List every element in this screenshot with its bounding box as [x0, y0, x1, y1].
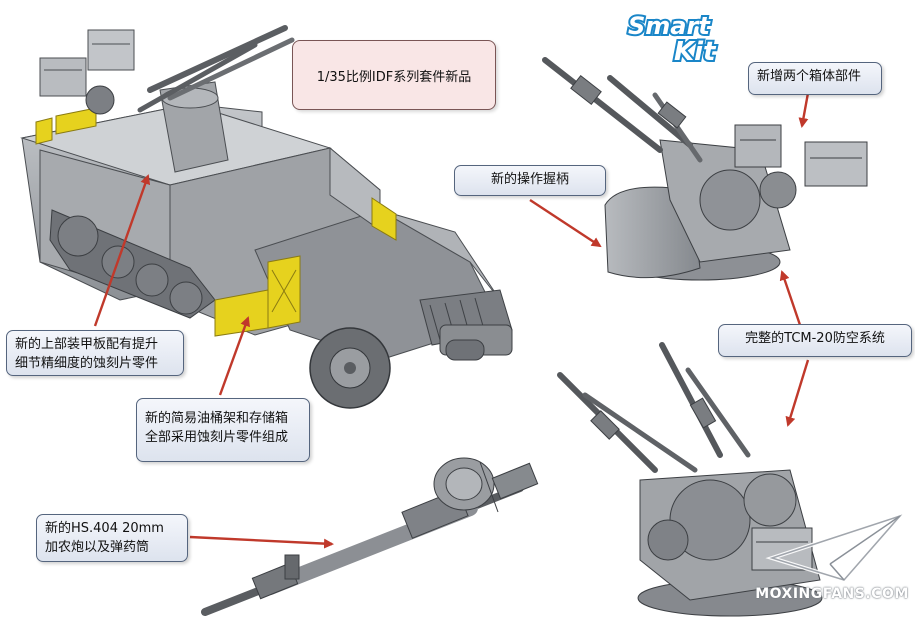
callout-grips: 新的操作握柄: [454, 165, 606, 196]
callout-text-line1: 新的简易油桶架和存储箱: [145, 411, 289, 426]
callout-cannon: 新的HS.404 20mm 加农炮以及弹药筒: [36, 514, 188, 562]
callout-text-line1: 新的上部装甲板配有提升: [15, 337, 159, 352]
callout-text-line2: 全部采用蚀刻片零件组成: [145, 430, 289, 445]
arrow-boxes: [798, 92, 810, 128]
hs404-cannon-model: [201, 457, 539, 616]
callout-text-line2: 加农炮以及弹药筒: [45, 540, 150, 555]
title-box: 1/35比例IDF系列套件新品: [292, 40, 496, 110]
arrow-armor: [93, 174, 151, 327]
logo-line2: Kit: [674, 37, 717, 66]
watermark-paper-plane-icon: [765, 511, 907, 583]
callout-text-line2: 细节精细度的蚀刻片零件: [15, 356, 159, 371]
callout-armor: 新的上部装甲板配有提升 细节精细度的蚀刻片零件: [6, 330, 184, 376]
logo-line1: Smart: [628, 12, 711, 40]
callout-text-line1: 新的HS.404 20mm: [45, 521, 164, 536]
callout-rack: 新的简易油桶架和存储箱 全部采用蚀刻片零件组成: [136, 398, 310, 462]
arrow-tcm-down: [785, 359, 810, 427]
page-title: 1/35比例IDF系列套件新品: [316, 69, 472, 85]
callout-arrows: [93, 92, 810, 549]
arrow-tcm-up: [779, 270, 802, 326]
callout-tcm: 完整的TCM-20防空系统: [718, 324, 912, 357]
halftrack-model: [20, 25, 513, 409]
aa-mount-upper-model: [542, 57, 868, 281]
callout-boxes-parts: 新增两个箱体部件: [748, 62, 882, 95]
smartkit-logo: Smart Kit: [626, 10, 719, 66]
aa-mount-lower-model: [557, 342, 823, 617]
arrow-cannon: [189, 535, 334, 549]
watermark-text: MOXINGFANS.COM: [755, 586, 909, 602]
arrow-grips: [529, 198, 602, 248]
callout-text: 新的操作握柄: [490, 172, 569, 187]
callout-text: 完整的TCM-20防空系统: [745, 331, 885, 346]
arrow-rack: [218, 316, 250, 396]
callout-text: 新增两个箱体部件: [757, 69, 862, 84]
